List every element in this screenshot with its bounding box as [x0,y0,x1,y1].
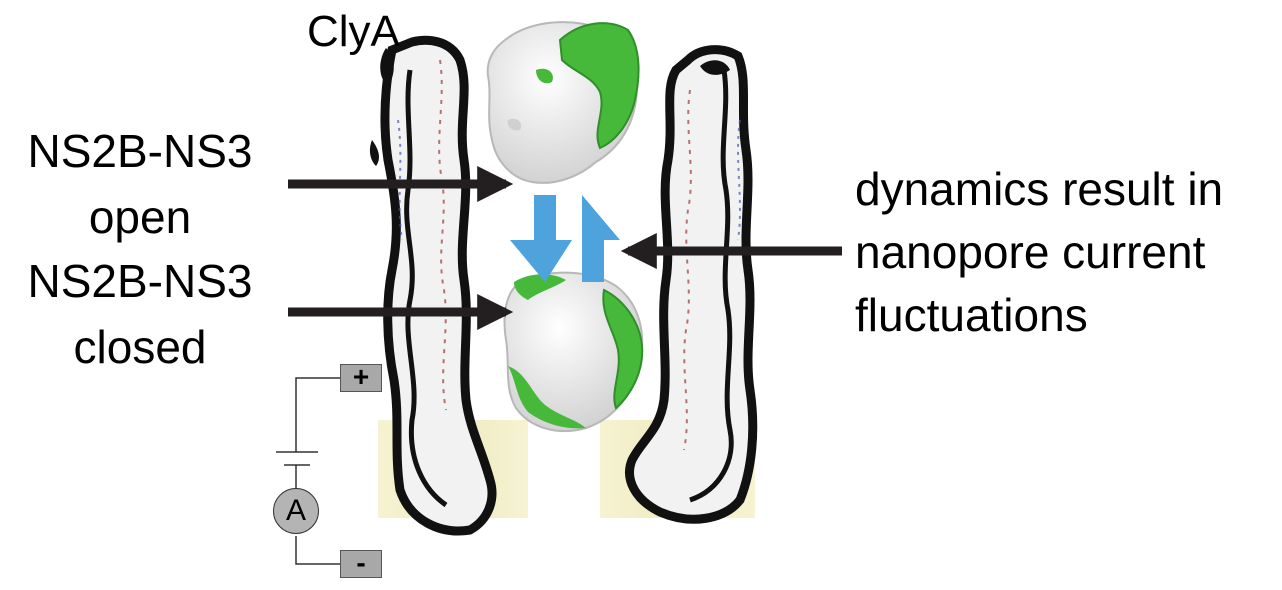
label-dynamics-line1: dynamics result in [855,163,1224,215]
terminal-negative: - [340,549,382,578]
label-closed-state: closed [73,321,207,373]
pore-title: ClyA [307,7,400,56]
pore-wall-right [625,45,758,524]
label-dynamics-line2: nanopore current [855,226,1206,278]
terminal-positive: + [340,363,382,392]
label-open-state: open [88,191,192,243]
protein-closed [503,271,644,432]
circuit [276,377,340,565]
label-open-name: NS2B-NS3 [27,125,253,177]
label-dynamics-line3: fluctuations [855,289,1088,341]
pore-wall-left [369,35,497,536]
ammeter-icon: A [273,488,319,534]
equilibrium-arrows [510,195,620,282]
label-closed-name: NS2B-NS3 [27,255,253,307]
protein-open [486,21,640,184]
